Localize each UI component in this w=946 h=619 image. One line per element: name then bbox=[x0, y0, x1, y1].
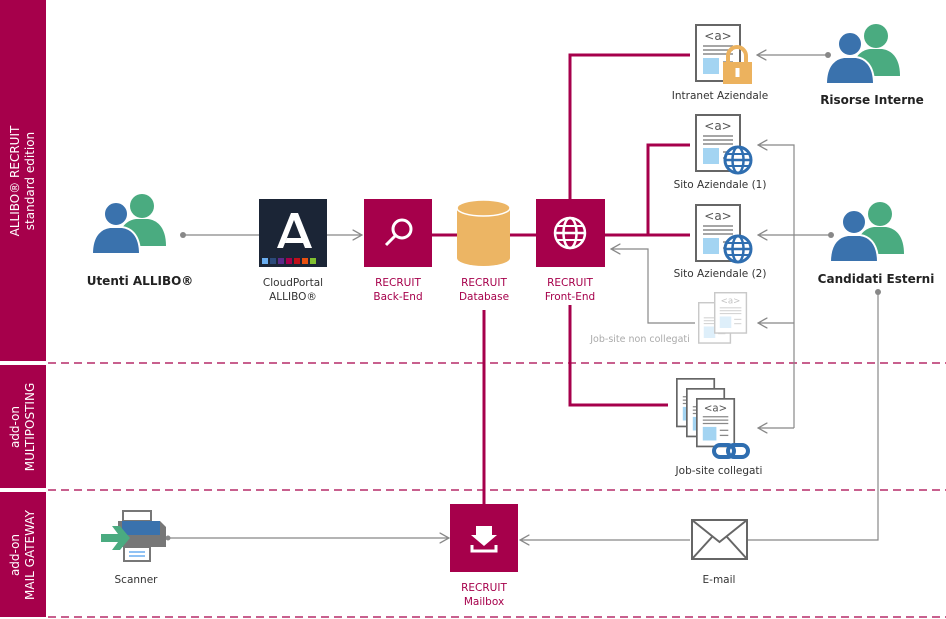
mailbox-label-1: RECRUIT bbox=[461, 582, 507, 594]
candidati-label: Candidati Esterni bbox=[818, 272, 935, 286]
email-node[interactable]: E-mail bbox=[691, 519, 748, 586]
envelope-icon bbox=[691, 519, 748, 560]
scanner-node[interactable]: Scanner bbox=[101, 510, 166, 586]
recruit-frontend-node[interactable]: RECRUIT Front-End bbox=[536, 199, 605, 303]
sito1-label: Sito Aziendale (1) bbox=[674, 179, 767, 191]
sito-aziendale-1-node[interactable]: <a> Sito Aziendale (1) bbox=[674, 114, 767, 191]
section-dividers bbox=[48, 362, 946, 618]
flow-arrows bbox=[168, 55, 879, 540]
globe-icon bbox=[553, 216, 587, 250]
jobsite-non-label: Job-site non collegati bbox=[589, 334, 690, 345]
sito-aziendale-2-node[interactable]: <a> Sito Aziendale (2) bbox=[674, 204, 767, 280]
sito2-label: Sito Aziendale (2) bbox=[674, 268, 767, 280]
cloudportal-node[interactable]: CloudPortal ALLIBO® bbox=[259, 199, 327, 303]
job-site-collegati-node[interactable]: <a> Job-site collegati bbox=[675, 378, 763, 477]
cloudportal-logo bbox=[259, 199, 327, 267]
recruit-backend-node[interactable]: RECRUIT Back-End bbox=[364, 199, 432, 303]
search-icon bbox=[384, 218, 413, 247]
doc-tag: <a> bbox=[704, 209, 731, 223]
backend-label-2: Back-End bbox=[373, 291, 422, 303]
user-group-icon bbox=[826, 24, 900, 84]
frontend-label-1: RECRUIT bbox=[547, 277, 593, 289]
doc-tag: <a> bbox=[704, 29, 731, 43]
database-icon bbox=[456, 199, 511, 266]
scanner-icon bbox=[101, 510, 166, 562]
link-icon bbox=[712, 443, 750, 459]
risorse-interne-node: Risorse Interne bbox=[820, 24, 924, 107]
globe-icon bbox=[723, 145, 753, 175]
cloudportal-label-2: ALLIBO® bbox=[269, 291, 317, 303]
cloudportal-label-1: CloudPortal bbox=[263, 277, 323, 289]
scanner-label: Scanner bbox=[115, 574, 159, 586]
intranet-label: Intranet Aziendale bbox=[672, 90, 768, 102]
backend-label-1: RECRUIT bbox=[375, 277, 421, 289]
recruit-database-node[interactable]: RECRUIT Database bbox=[456, 199, 511, 303]
connector-dots bbox=[165, 52, 881, 541]
risorse-label: Risorse Interne bbox=[820, 93, 924, 107]
user-group-icon bbox=[830, 202, 904, 262]
utenti-label: Utenti ALLIBO® bbox=[87, 274, 194, 288]
web-page-icon: <a> bbox=[695, 24, 741, 82]
candidati-esterni-node: Candidati Esterni bbox=[818, 202, 935, 286]
web-page-icon: <a> bbox=[695, 398, 736, 448]
doc-tag: <a> bbox=[704, 119, 731, 133]
email-label: E-mail bbox=[703, 574, 736, 586]
system-connectors bbox=[432, 53, 690, 504]
job-site-non-collegati-node[interactable]: <a> bbox=[697, 292, 748, 344]
lock-icon bbox=[723, 45, 752, 84]
doc-tag: <a> bbox=[721, 297, 741, 307]
download-icon bbox=[470, 526, 498, 553]
doc-tag: <a> bbox=[704, 404, 727, 415]
intranet-aziendale-node[interactable]: <a> Intranet Aziendale bbox=[672, 24, 768, 102]
web-page-icon: <a> bbox=[695, 204, 741, 262]
web-page-icon: <a> bbox=[695, 114, 741, 172]
database-label-1: RECRUIT bbox=[461, 277, 507, 289]
web-page-icon: <a> bbox=[713, 292, 748, 334]
mailbox-label-2: Mailbox bbox=[464, 596, 504, 608]
frontend-label-2: Front-End bbox=[545, 291, 595, 303]
jobsite-coll-label: Job-site collegati bbox=[675, 465, 763, 477]
database-label-2: Database bbox=[459, 291, 509, 303]
user-group-icon bbox=[92, 194, 166, 254]
globe-icon bbox=[723, 234, 753, 264]
utenti-allibo-node: Utenti ALLIBO® bbox=[87, 194, 194, 288]
recruit-mailbox-node[interactable]: RECRUIT Mailbox bbox=[450, 504, 518, 608]
